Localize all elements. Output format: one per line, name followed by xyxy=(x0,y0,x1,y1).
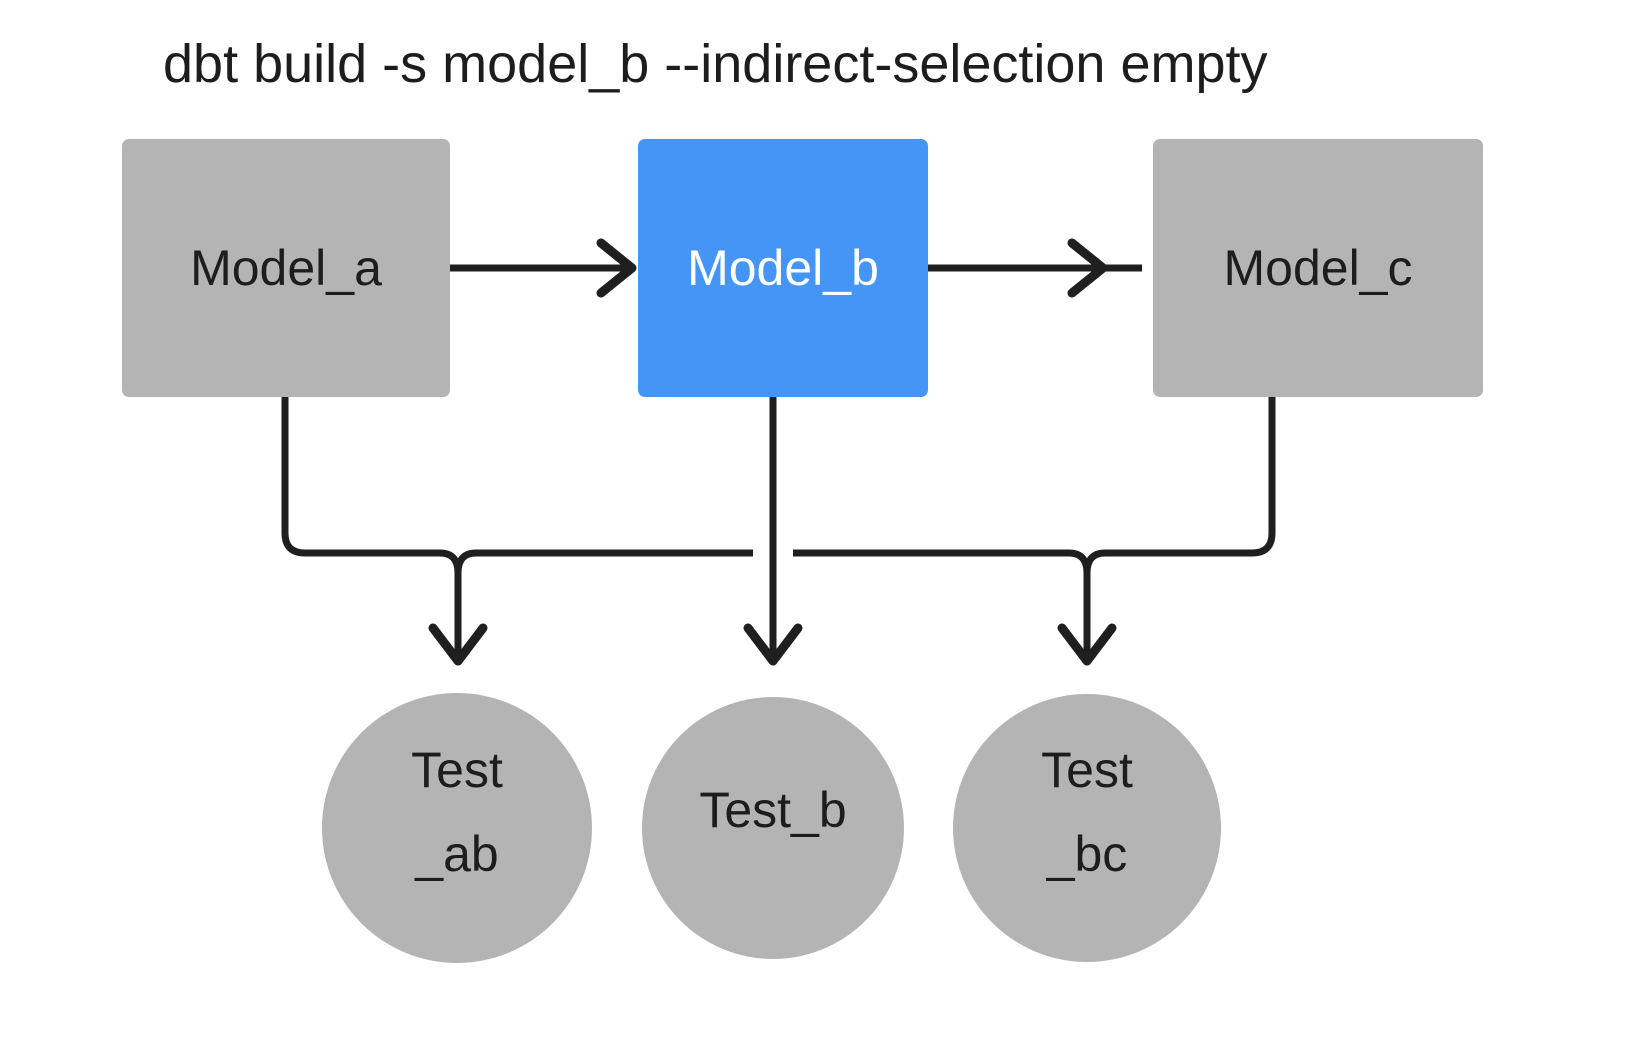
test-bc-circle[interactable] xyxy=(953,694,1221,962)
diagram-title: dbt build -s model_b --indirect-selectio… xyxy=(163,34,1268,94)
edge-model-b-to-test-b xyxy=(743,397,803,666)
model-a-label: Model_a xyxy=(190,240,382,296)
test-ab-label-line2: _ab xyxy=(414,826,498,882)
node-test-bc[interactable]: Test _bc xyxy=(953,694,1221,962)
node-model-c[interactable]: Model_c xyxy=(1153,139,1483,397)
edge-model-b-to-test-bc xyxy=(793,549,1091,655)
test-ab-label-line1: Test xyxy=(411,742,503,798)
arrow-into-test-bc xyxy=(1057,623,1117,666)
node-model-a[interactable]: Model_a xyxy=(122,139,450,397)
model-b-rect[interactable] xyxy=(638,139,928,397)
test-b-circle[interactable] xyxy=(642,697,904,959)
edge-model-c-to-test-bc xyxy=(1083,397,1276,655)
model-c-label: Model_c xyxy=(1224,240,1413,296)
edge-model-b-to-test-ab xyxy=(454,549,753,655)
test-ab-circle[interactable] xyxy=(322,693,592,963)
model-c-rect[interactable] xyxy=(1153,139,1483,397)
node-test-b[interactable]: Test_b xyxy=(642,697,904,959)
test-bc-label-line1: Test xyxy=(1041,742,1133,798)
node-model-b[interactable]: Model_b xyxy=(638,139,928,397)
edge-model-a-to-test-ab xyxy=(281,397,462,655)
edge-model-b-to-model-c xyxy=(928,238,1142,298)
test-bc-label-line2: _bc xyxy=(1046,826,1128,882)
model-b-label: Model_b xyxy=(687,240,879,296)
arrow-into-test-ab xyxy=(428,623,488,666)
edge-model-a-to-model-b xyxy=(450,238,637,298)
node-test-ab[interactable]: Test _ab xyxy=(322,693,592,963)
test-b-label-line1: Test_b xyxy=(699,782,846,838)
model-a-rect[interactable] xyxy=(122,139,450,397)
